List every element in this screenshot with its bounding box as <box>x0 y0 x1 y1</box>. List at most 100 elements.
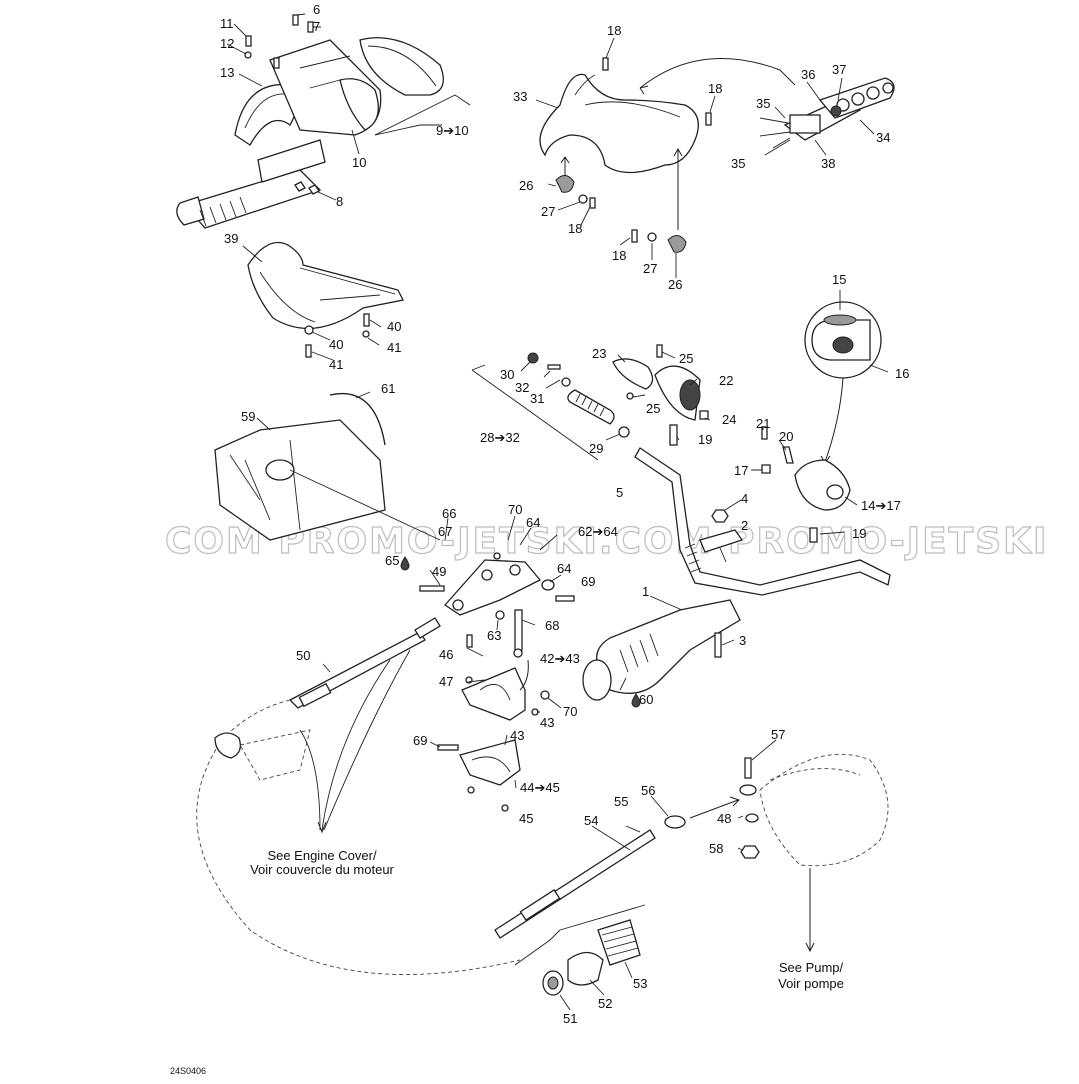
console-cover-assembly <box>535 37 796 278</box>
callout-31: 31 <box>530 391 544 406</box>
callout-10: 10 <box>352 155 366 170</box>
callout-65: 65 <box>385 553 399 568</box>
callout-2: 2 <box>741 518 748 533</box>
callout-53: 53 <box>633 976 647 991</box>
callout-70: 70 <box>508 502 522 517</box>
engine-cover-note: See Engine Cover/ Voir couvercle du mote… <box>250 848 394 877</box>
lower-cover-39 <box>242 241 404 361</box>
callout-67: 67 <box>438 524 452 539</box>
callout-25: 25 <box>646 401 660 416</box>
steering-arm <box>419 515 575 658</box>
callout-35: 35 <box>756 96 770 111</box>
callout-21: 21 <box>756 416 770 431</box>
callout-36: 36 <box>801 67 815 82</box>
callout-19: 19 <box>852 526 866 541</box>
callout-59: 59 <box>241 409 255 424</box>
callout-18: 18 <box>607 23 621 38</box>
callout-35: 35 <box>731 156 745 171</box>
callout-24: 24 <box>722 412 736 427</box>
callout-27: 27 <box>541 204 555 219</box>
handlebar-cover-assembly <box>176 13 471 229</box>
callout-56: 56 <box>641 783 655 798</box>
callout-40: 40 <box>329 337 343 352</box>
callout-30: 30 <box>500 367 514 382</box>
callout-64: 64 <box>526 515 540 530</box>
callout-14-17: 14➔17 <box>861 498 901 513</box>
pump-note-line2: Voir pompe <box>778 976 844 991</box>
callout-16: 16 <box>895 366 909 381</box>
callout-9-10: 9➔10 <box>436 123 469 138</box>
callout-1: 1 <box>642 584 649 599</box>
drawing-code: 24S0406 <box>170 1066 206 1076</box>
pump-note: See Pump/ Voir pompe <box>778 960 844 991</box>
callout-47: 47 <box>439 674 453 689</box>
callout-43: 43 <box>510 728 524 743</box>
callout-58: 58 <box>709 841 723 856</box>
callout-39: 39 <box>224 231 238 246</box>
callout-34: 34 <box>876 130 890 145</box>
callout-55: 55 <box>614 794 628 809</box>
callout-68: 68 <box>545 618 559 633</box>
callout-29: 29 <box>589 441 603 456</box>
callout-19: 19 <box>698 432 712 447</box>
callout-62-64: 62➔64 <box>578 524 618 539</box>
callout-51: 51 <box>563 1011 577 1026</box>
switch-module-detail <box>751 290 889 511</box>
column-clamps <box>429 634 562 812</box>
rear-steering-cable <box>196 617 521 975</box>
callout-69: 69 <box>581 574 595 589</box>
pump-cable <box>494 739 889 1011</box>
callout-63: 63 <box>487 628 501 643</box>
callout-43: 43 <box>540 715 554 730</box>
callout-46: 46 <box>439 647 453 662</box>
callout-66: 66 <box>442 506 456 521</box>
callout-18: 18 <box>612 248 626 263</box>
callout-27: 27 <box>643 261 657 276</box>
callout-23: 23 <box>592 346 606 361</box>
callout-49: 49 <box>432 564 446 579</box>
callout-12: 12 <box>220 36 234 51</box>
callout-32: 32 <box>515 380 529 395</box>
callout-52: 52 <box>598 996 612 1011</box>
engine-cover-note-line2: Voir couvercle du moteur <box>250 862 394 877</box>
lubricant-drop-icon <box>400 556 410 571</box>
callout-17: 17 <box>734 463 748 478</box>
callout-6: 6 <box>313 2 320 17</box>
lubricant-drop-icon <box>631 693 641 708</box>
callout-20: 20 <box>779 429 793 444</box>
callout-64: 64 <box>557 561 571 576</box>
callout-25: 25 <box>679 351 693 366</box>
callout-37: 37 <box>832 62 846 77</box>
callout-15: 15 <box>832 272 846 287</box>
callout-44-45: 44➔45 <box>520 780 560 795</box>
callout-22: 22 <box>719 373 733 388</box>
pump-note-line1: See Pump/ <box>779 960 844 975</box>
callout-7: 7 <box>313 19 320 34</box>
callout-28-32: 28➔32 <box>480 430 520 445</box>
callout-26: 26 <box>519 178 533 193</box>
grip-group <box>471 344 711 461</box>
callout-labels: 6 7 11 12 13 9➔10 10 8 18 33 18 36 37 35… <box>220 2 909 1026</box>
callout-26: 26 <box>668 277 682 292</box>
callout-41: 41 <box>329 357 343 372</box>
callout-48: 48 <box>717 811 731 826</box>
callout-33: 33 <box>513 89 527 104</box>
callout-57: 57 <box>771 727 785 742</box>
callout-60: 60 <box>639 692 653 707</box>
callout-18: 18 <box>708 81 722 96</box>
callout-42-43: 42➔43 <box>540 651 580 666</box>
callout-70: 70 <box>563 704 577 719</box>
callout-50: 50 <box>296 648 310 663</box>
switch-plate-assembly <box>759 77 895 156</box>
callout-4: 4 <box>741 491 748 506</box>
engine-housing <box>214 391 441 541</box>
callout-18: 18 <box>568 221 582 236</box>
engine-cover-note-line1: See Engine Cover/ <box>267 848 377 863</box>
callout-3: 3 <box>739 633 746 648</box>
callout-13: 13 <box>220 65 234 80</box>
callout-40: 40 <box>387 319 401 334</box>
callout-8: 8 <box>336 194 343 209</box>
callout-41: 41 <box>387 340 401 355</box>
callout-45: 45 <box>519 811 533 826</box>
